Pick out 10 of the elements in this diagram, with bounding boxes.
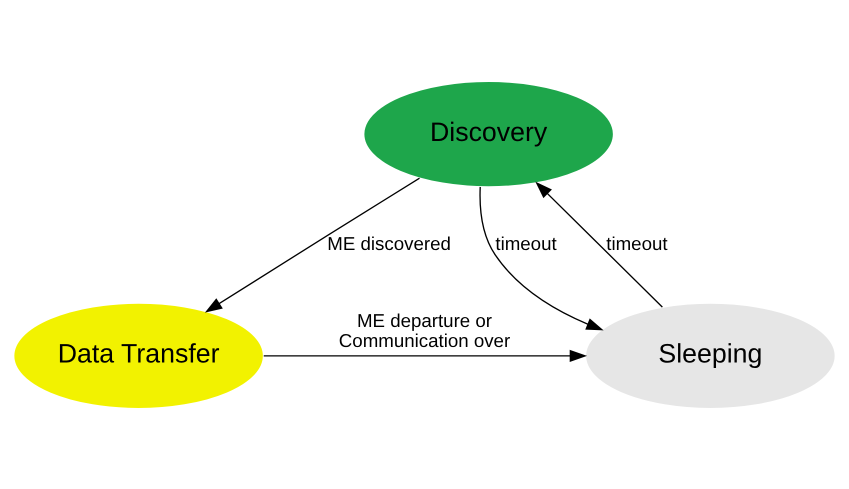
edge-label: timeout bbox=[495, 232, 557, 254]
edge-label: ME discovered bbox=[327, 232, 451, 254]
node-ellipse: Data Transfer bbox=[13, 302, 264, 409]
arrow bbox=[264, 349, 588, 362]
arrow bbox=[204, 177, 420, 312]
edge-label: ME departure or Communication over bbox=[338, 309, 510, 350]
node-ellipse: Discovery bbox=[363, 80, 614, 188]
arrow bbox=[479, 186, 604, 330]
edge-label: timeout bbox=[606, 232, 668, 254]
arrow bbox=[535, 181, 663, 308]
